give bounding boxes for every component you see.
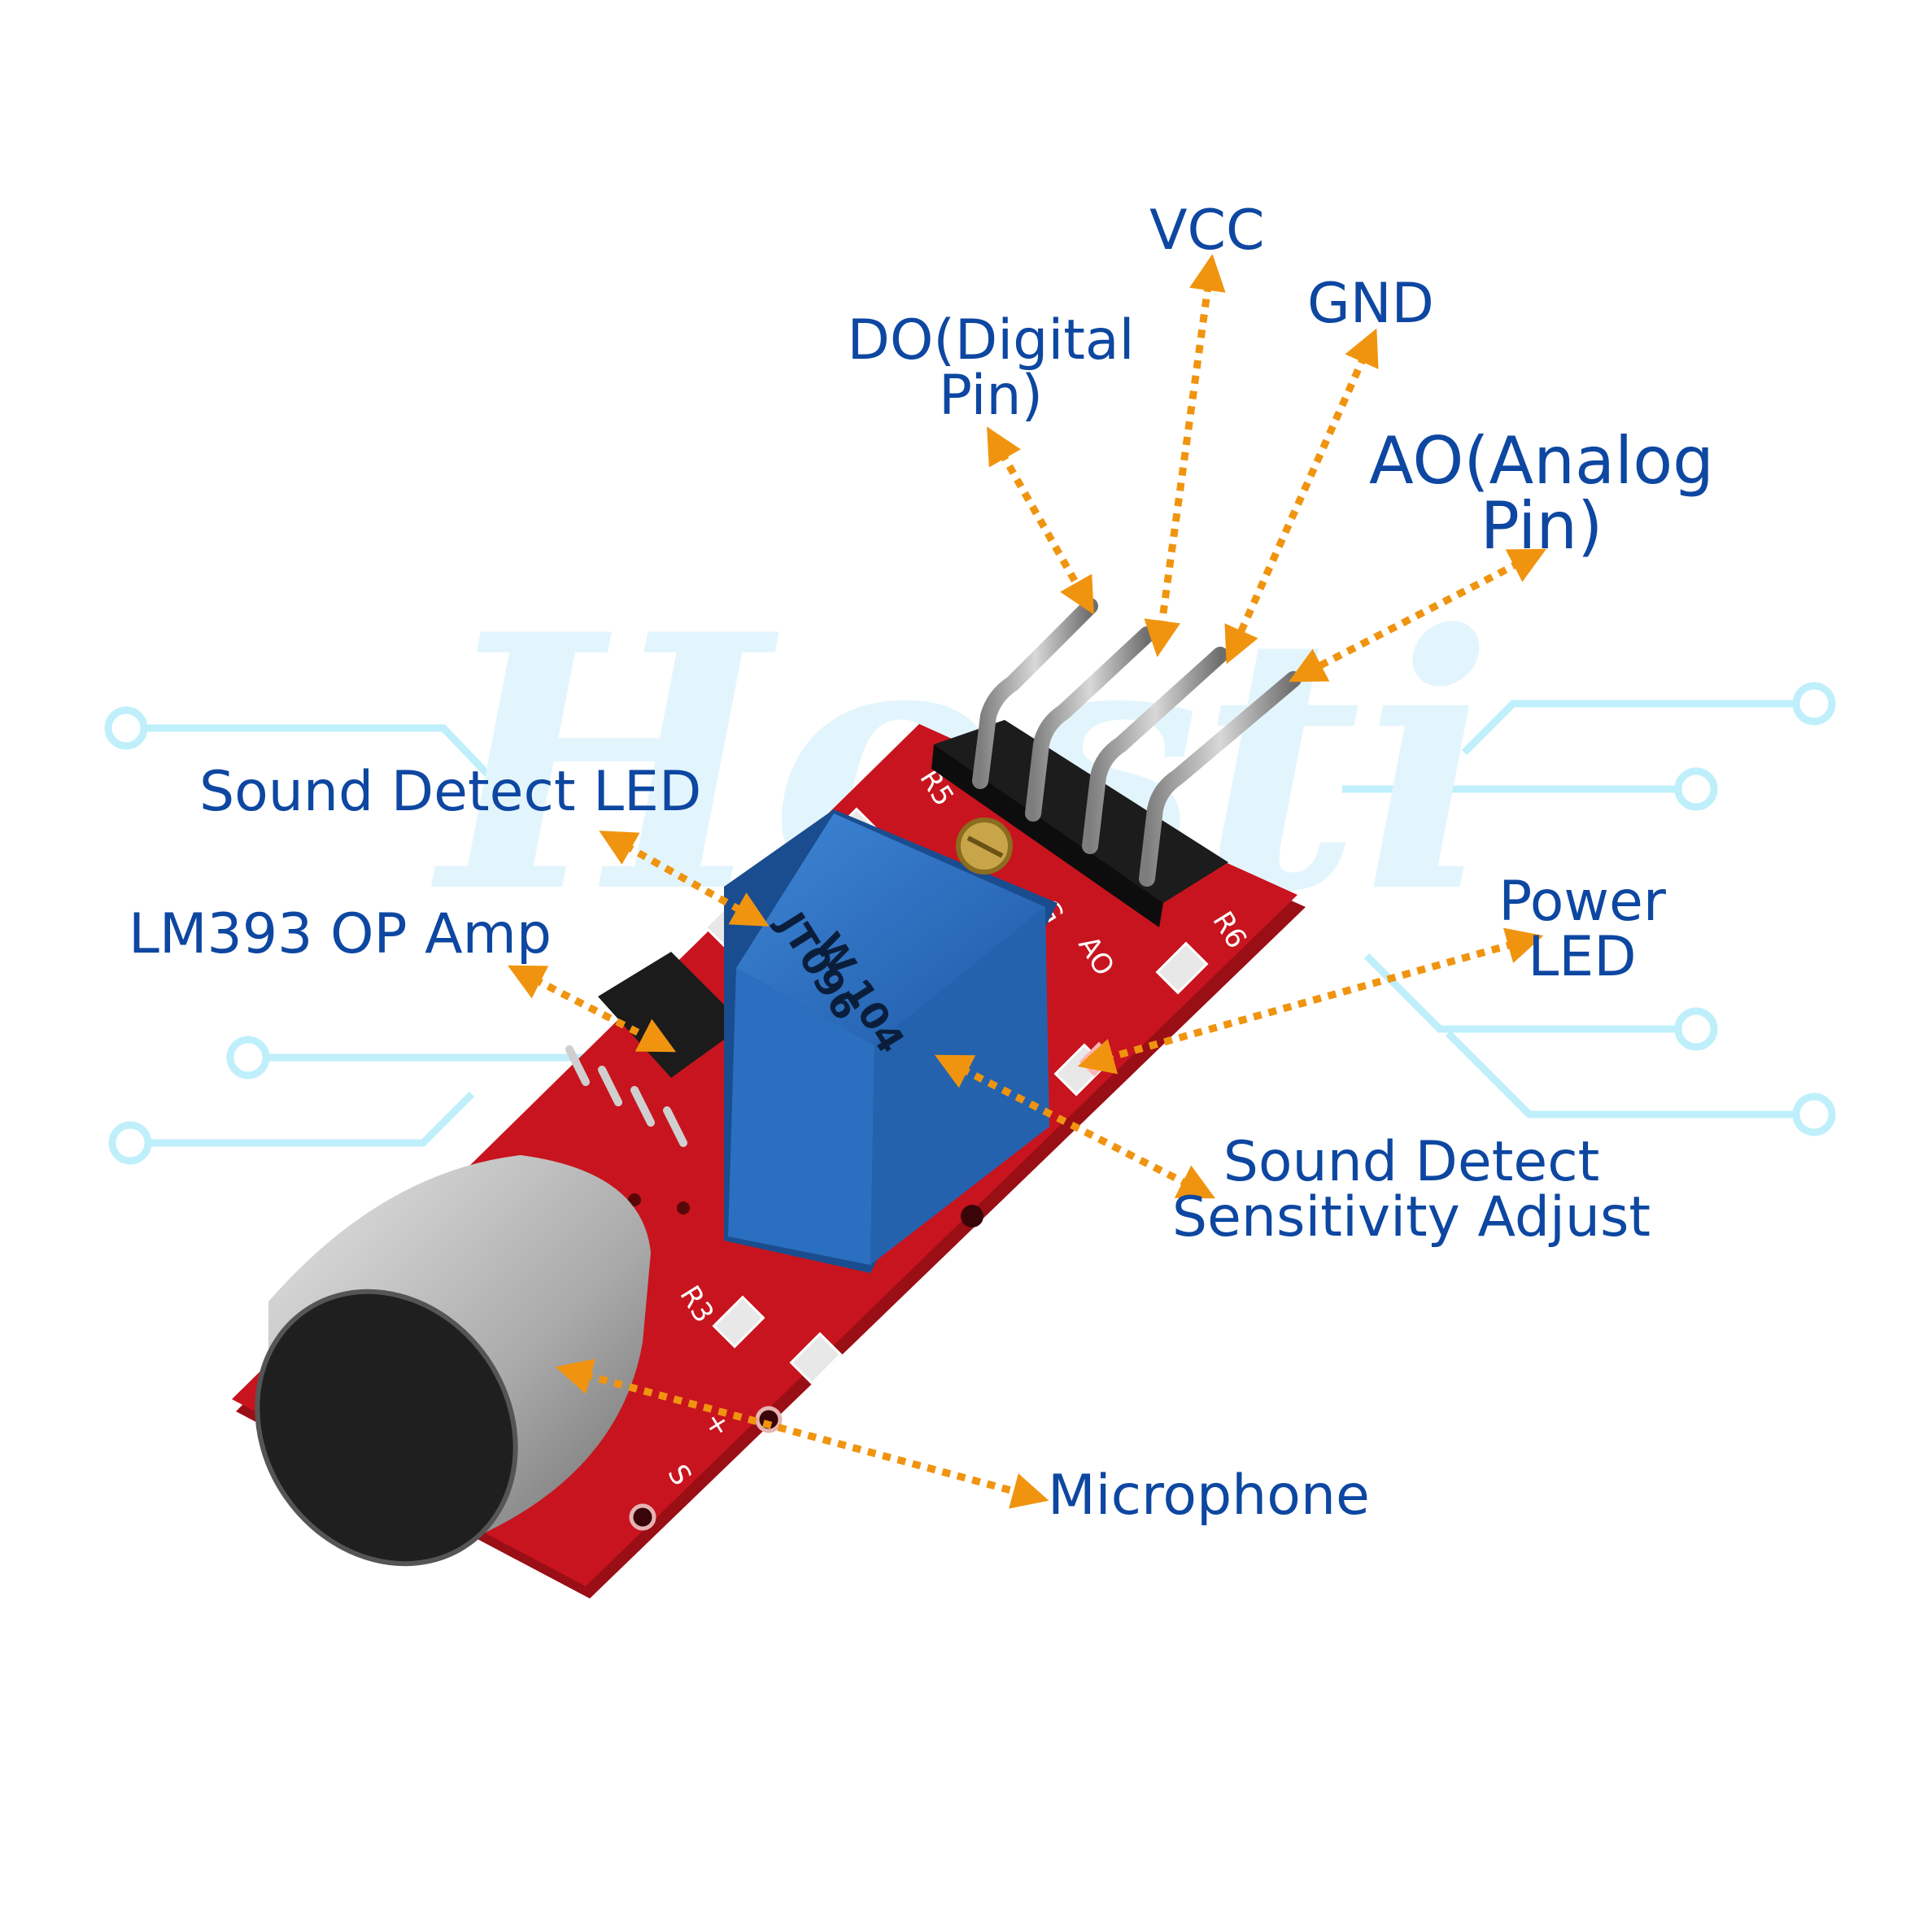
pin-gnd: [1082, 647, 1228, 854]
label-sensitivity-line2: Sensitivity Adjust: [1171, 1185, 1651, 1249]
pin-vcc: [1025, 626, 1155, 822]
arrow-do: [987, 426, 1094, 615]
label-sound-detect-led: Sound Detect LED: [199, 765, 701, 820]
label-ao-analog-pin: AO(Analog Pin): [1359, 429, 1725, 559]
label-vcc-text: VCC: [1149, 198, 1265, 263]
label-do-digital-pin: DO(Digital Pin): [836, 313, 1145, 424]
label-lm393-text: LM393 OP Amp: [129, 902, 552, 966]
label-lm393-op-amp: LM393 OP Amp: [129, 907, 552, 962]
label-vcc: VCC: [1149, 203, 1264, 259]
label-gnd: GND: [1307, 277, 1434, 332]
label-microphone-text: Microphone: [1048, 1463, 1370, 1528]
label-power-led: Power LED: [1481, 874, 1684, 985]
label-sensitivity-adjust: Sound Detect Sensitivity Adjust: [1143, 1135, 1680, 1245]
arrow-sensitivity: [934, 1054, 1216, 1199]
label-gnd-text: GND: [1307, 272, 1434, 336]
arrow-gnd: [1224, 328, 1379, 665]
arrow-ao: [1289, 548, 1546, 683]
label-sensitivity-line1: Sound Detect: [1223, 1130, 1600, 1194]
pin-header: [931, 598, 1302, 927]
arrow-microphone: [555, 1359, 1049, 1509]
arrow-sound-detect-led: [599, 831, 770, 927]
arrow-lm393: [507, 965, 677, 1053]
pin-ao: [1139, 671, 1302, 887]
pin-do: [972, 598, 1098, 789]
label-sound-detect-led-text: Sound Detect LED: [199, 760, 702, 824]
label-ao-line1: AO(Analog: [1369, 423, 1714, 499]
microphone: [255, 1155, 651, 1567]
callout-arrows: [507, 254, 1546, 1509]
arrow-vcc: [1144, 254, 1226, 657]
label-ao-line2: Pin): [1480, 488, 1603, 564]
label-do-line1: DO(Digital: [847, 308, 1135, 373]
label-microphone: Microphone: [1048, 1468, 1370, 1524]
arrow-power-led: [1077, 927, 1544, 1075]
label-power-led-line1: Power: [1498, 870, 1666, 934]
label-power-led-line2: LED: [1528, 925, 1637, 989]
label-do-line2: Pin): [938, 364, 1044, 428]
